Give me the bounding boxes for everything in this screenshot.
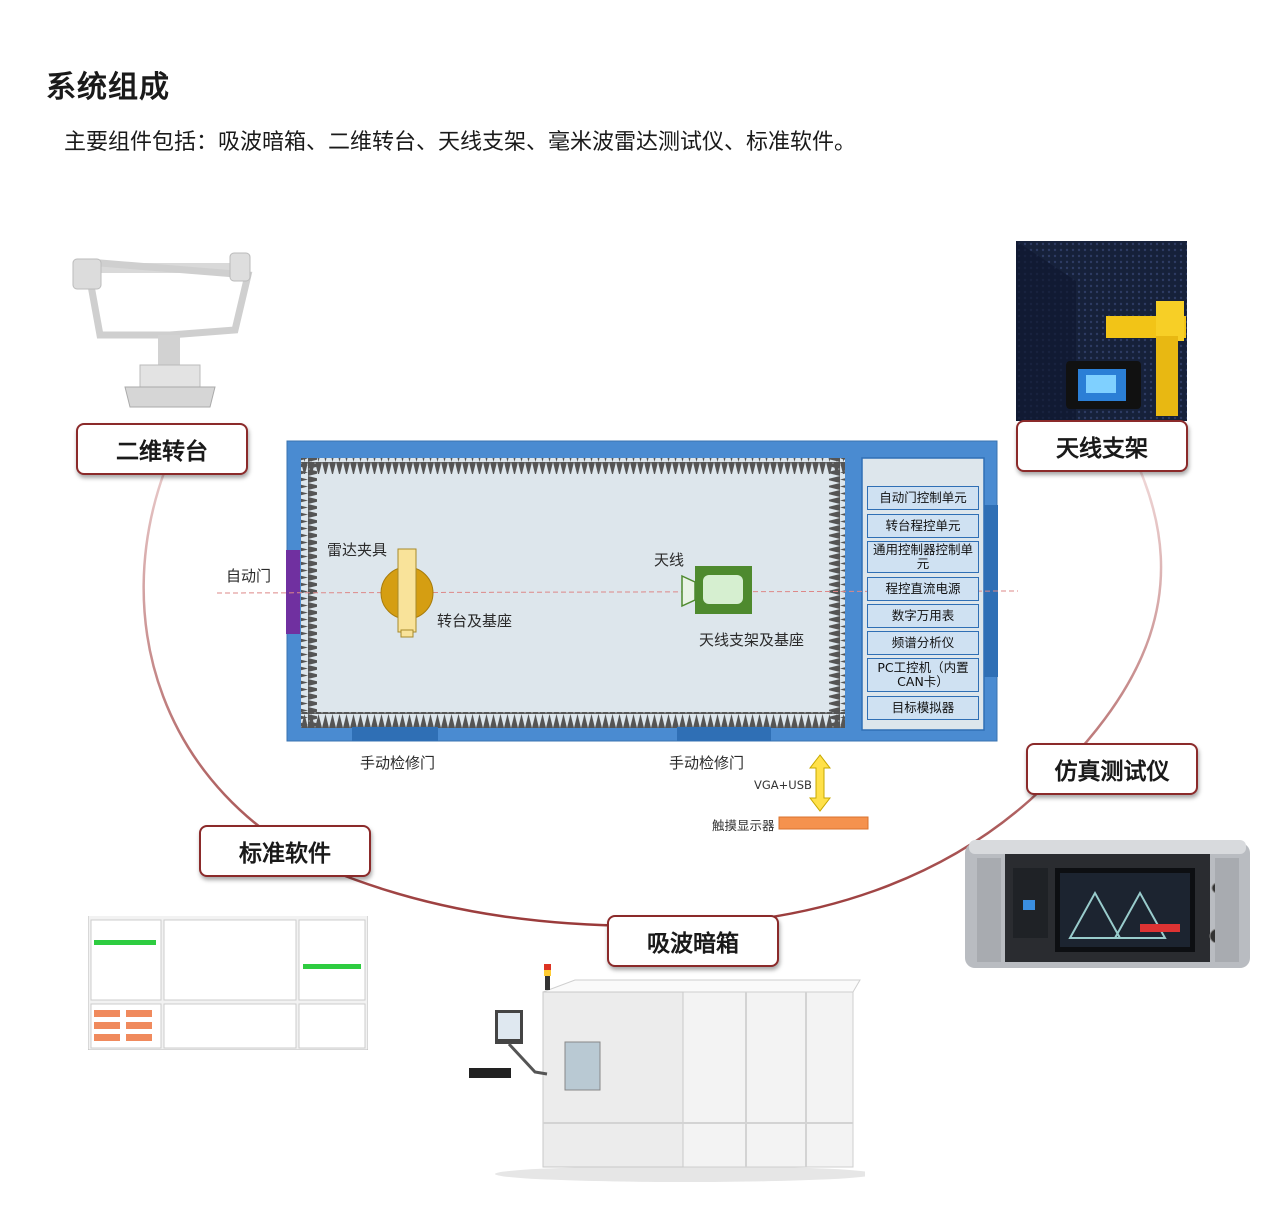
page-title: 系统组成 bbox=[46, 70, 170, 105]
tag-software: 标准软件 bbox=[199, 825, 371, 877]
panel-item-auto-door-control: 自动门控制单元 bbox=[867, 486, 979, 510]
panel-item-spectrum-analyzer: 频谱分析仪 bbox=[867, 631, 979, 655]
panel-item-dc-power: 程控直流电源 bbox=[867, 577, 979, 601]
page-subtitle: 主要组件包括：吸波暗箱、二维转台、天线支架、毫米波雷达测试仪、标准软件。 bbox=[64, 130, 857, 155]
antenna-bracket-photo bbox=[1016, 241, 1187, 421]
touch-display-label: 触摸显示器 bbox=[712, 818, 775, 833]
antenna-label: 天线 bbox=[654, 551, 685, 569]
tag-turntable: 二维转台 bbox=[76, 423, 248, 475]
chamber-cabinet-photo bbox=[469, 964, 865, 1182]
tester-device-photo bbox=[965, 840, 1250, 968]
antenna-base-label: 天线支架及基座 bbox=[699, 631, 805, 649]
vga-usb-label: VGA+USB bbox=[754, 778, 812, 792]
panel-item-target-simulator: 目标模拟器 bbox=[867, 696, 979, 720]
turntable-base-label: 转台及基座 bbox=[437, 612, 513, 630]
panel-item-general-controller: 通用控制器控制单元 bbox=[867, 541, 979, 573]
tag-simulator: 仿真测试仪 bbox=[1026, 743, 1198, 795]
tag-antenna-bracket: 天线支架 bbox=[1016, 420, 1188, 472]
turntable-photo bbox=[72, 252, 253, 408]
software-screenshot bbox=[88, 898, 368, 1050]
auto-door-label: 自动门 bbox=[226, 567, 272, 585]
panel-item-multimeter: 数字万用表 bbox=[867, 604, 979, 628]
manual-door-label-2: 手动检修门 bbox=[669, 754, 745, 772]
panel-item-turntable-control: 转台程控单元 bbox=[867, 514, 979, 538]
manual-door-label-1: 手动检修门 bbox=[360, 754, 436, 772]
panel-item-pc: PC工控机（内置CAN卡） bbox=[867, 658, 979, 692]
tag-chamber: 吸波暗箱 bbox=[607, 915, 779, 967]
radar-fixture-label: 雷达夹具 bbox=[327, 541, 388, 559]
